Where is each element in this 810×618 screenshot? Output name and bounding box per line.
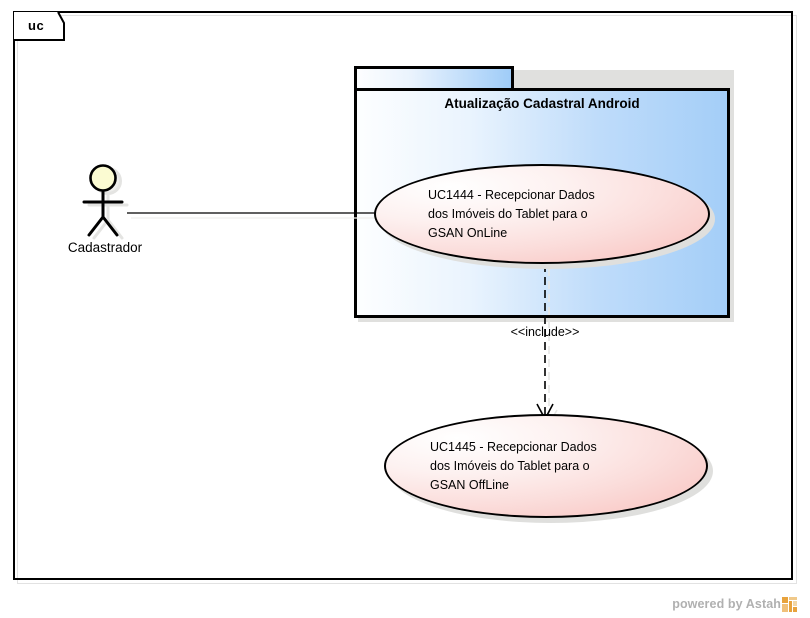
use-case-uc1445-label: UC1445 - Recepcionar Dados dos Imóveis d… <box>430 439 597 492</box>
actor-cadastrador-label: Cadastrador <box>67 240 143 255</box>
use-case-uc1445[interactable]: UC1445 - Recepcionar Dados dos Imóveis d… <box>384 414 708 518</box>
package-title: Atualização Cadastral Android <box>444 96 640 111</box>
use-case-uc1444-label: UC1444 - Recepcionar Dados dos Imóveis d… <box>428 187 595 240</box>
astah-logo-icon <box>782 596 797 612</box>
watermark: powered by Astah <box>612 594 797 614</box>
diagram-frame-label: uc <box>28 18 45 33</box>
package-tab <box>354 66 514 90</box>
actor-cadastrador[interactable] <box>70 162 140 242</box>
include-stereotype-label: <<include>> <box>510 325 580 339</box>
diagram-frame <box>13 11 793 580</box>
diagram-frame-shadow <box>17 15 797 584</box>
watermark-text: powered by Astah <box>672 597 781 611</box>
use-case-uc1444[interactable]: UC1444 - Recepcionar Dados dos Imóveis d… <box>374 164 710 264</box>
diagram-frame-tab <box>13 11 65 42</box>
